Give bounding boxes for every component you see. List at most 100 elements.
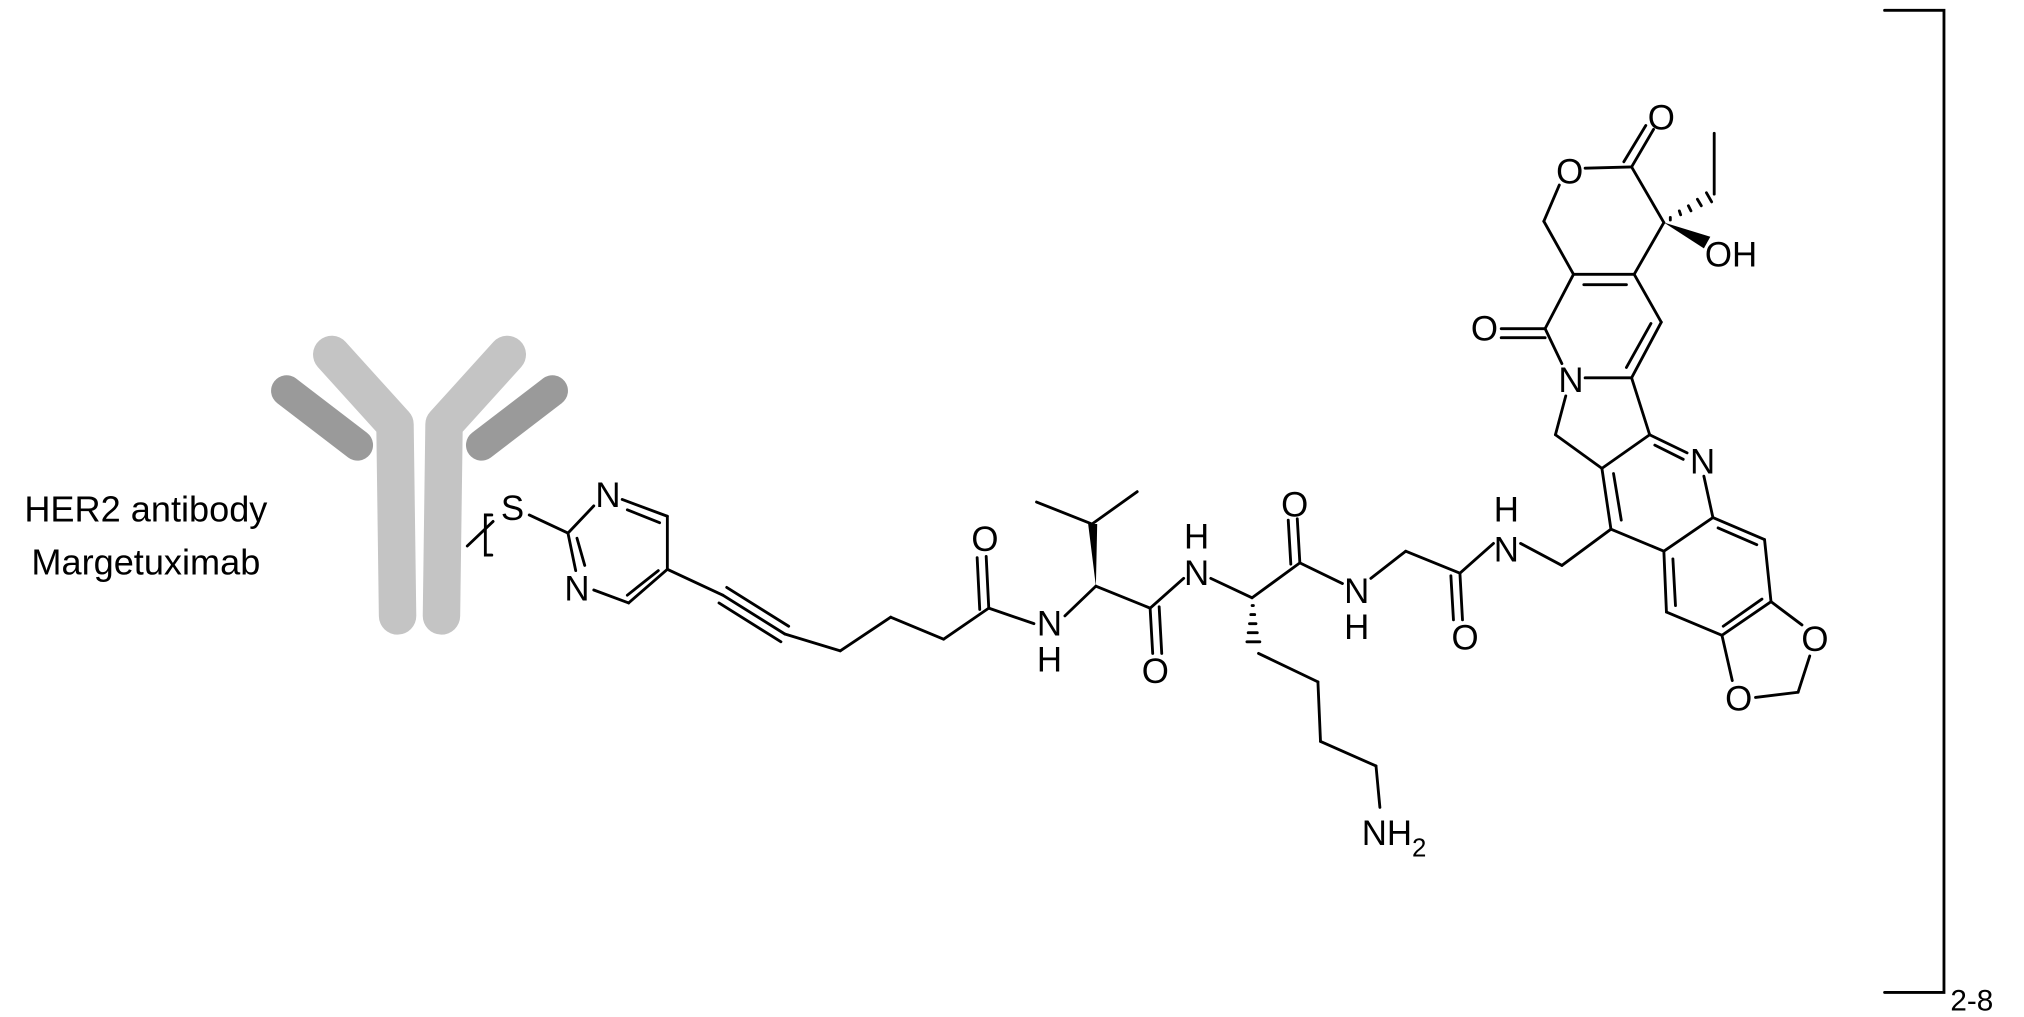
bond [1035, 500, 1094, 526]
bond [1720, 633, 1734, 683]
bond [620, 498, 669, 518]
atom-label-sulfur: S [501, 489, 524, 528]
bond [1711, 516, 1766, 541]
bond [1257, 651, 1320, 684]
bond [1625, 322, 1653, 369]
bond [1458, 542, 1495, 575]
bond [1449, 574, 1455, 622]
bond [975, 556, 982, 611]
atom-label-o: O [1725, 679, 1752, 718]
bond [1630, 127, 1655, 169]
bond [1677, 209, 1683, 217]
bond [1295, 517, 1302, 565]
atom-label-h: H [1494, 490, 1519, 529]
bond [1671, 557, 1677, 607]
bond [665, 567, 725, 597]
repeat-bracket [1883, 8, 1946, 994]
bond [1554, 433, 1604, 470]
atom-label-n: N [1494, 531, 1519, 570]
atom-label-o: O [1281, 485, 1308, 524]
atom-label-n: N [1558, 361, 1583, 400]
bond [987, 606, 1036, 626]
wedge-bond [1088, 524, 1098, 587]
atom-label-n: N [595, 476, 620, 515]
atom-label-o: O [1471, 309, 1498, 348]
bond [1600, 433, 1652, 470]
bond [1094, 584, 1152, 610]
bond [1543, 272, 1575, 331]
bond [1543, 327, 1564, 366]
bond [625, 569, 660, 597]
bond [1662, 516, 1715, 553]
bond [1560, 527, 1613, 567]
bond [1542, 219, 1575, 276]
atom-label-o: O [1801, 620, 1828, 659]
bond [1632, 221, 1666, 276]
bond [1630, 165, 1666, 224]
bond [1721, 597, 1764, 628]
light-chain-right [465, 375, 568, 461]
bond [889, 615, 946, 641]
bond [1542, 183, 1561, 223]
bond [1705, 191, 1714, 204]
bond [1612, 472, 1623, 522]
bond [1298, 561, 1344, 585]
bond [717, 601, 783, 644]
bond [725, 586, 791, 628]
atom-label-o: O [1648, 98, 1675, 137]
bond [1319, 739, 1378, 768]
heavy-chain-left [313, 335, 417, 635]
drug-antibody-ratio-label: 2-8 [1950, 984, 1993, 1017]
bond [1583, 165, 1634, 170]
bond [1090, 490, 1139, 526]
bond [1609, 527, 1666, 553]
atom-label-n: N [1184, 554, 1209, 593]
bond [1404, 549, 1462, 575]
bond [1630, 376, 1652, 437]
attachment-bond [465, 520, 495, 548]
atom-label-o: O [1452, 618, 1479, 657]
bond [838, 615, 893, 653]
atom-label-h: H [1037, 640, 1062, 679]
atom-label-hydroxyl: OH [1705, 236, 1757, 275]
wedge-bond [1663, 222, 1711, 249]
bond [1630, 320, 1663, 380]
bond [592, 588, 631, 605]
bond [1600, 466, 1613, 531]
bond [1554, 394, 1568, 437]
antibody-icon [271, 335, 568, 635]
antibody-name-line2: Margetuximab [31, 541, 260, 582]
atom-label-amine: NH2 [1362, 814, 1427, 863]
bond [566, 504, 596, 535]
bond [625, 508, 662, 525]
bond [575, 536, 587, 567]
bond [783, 632, 842, 653]
bond [1720, 600, 1773, 637]
bond [1519, 542, 1564, 567]
atom-label-o: O [1142, 652, 1169, 691]
bond [1148, 576, 1186, 610]
bond [1648, 433, 1689, 455]
atom-labels: S N N O N H O N H O N H O N H O O OH O N… [501, 98, 1829, 862]
bond [1458, 571, 1464, 622]
atom-label-h: H [1344, 608, 1369, 647]
atom-label-o: O [1556, 153, 1583, 192]
atom-label-n: N [1690, 443, 1715, 482]
bond [1763, 538, 1773, 604]
bond [1286, 518, 1293, 566]
bond [527, 513, 570, 535]
atom-label-o: O [971, 520, 998, 559]
atom-label-n: N [564, 569, 589, 608]
bond [1148, 606, 1155, 655]
bond [1632, 272, 1663, 324]
bond [1622, 124, 1648, 164]
bond [1796, 654, 1812, 694]
bond [1250, 561, 1302, 600]
bond [1369, 549, 1408, 580]
bond [1316, 680, 1322, 743]
bond [1754, 690, 1800, 699]
bonds [527, 124, 1812, 809]
bond [1063, 584, 1098, 618]
bond [721, 593, 787, 636]
